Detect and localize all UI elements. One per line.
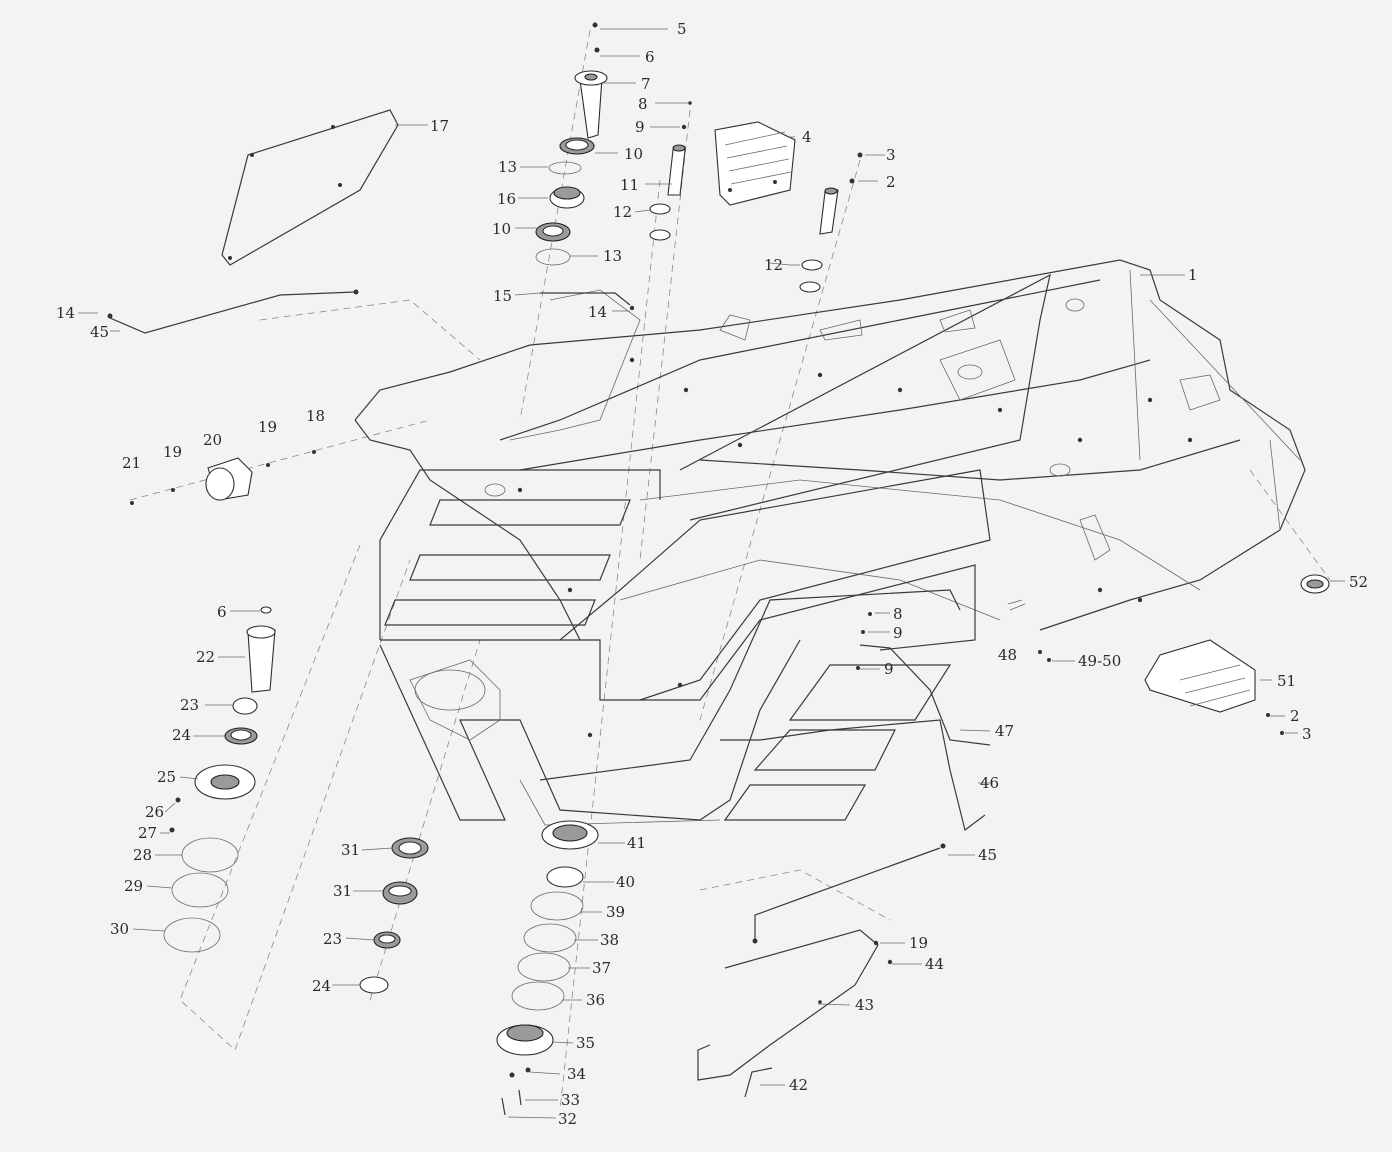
callout-label: 23 xyxy=(323,930,343,948)
callout-label: 17 xyxy=(430,117,450,135)
callout-label: 21 xyxy=(122,454,142,472)
parts xyxy=(107,22,1330,1116)
callout-label: 52 xyxy=(1349,573,1369,591)
callout-label: 9 xyxy=(635,118,645,136)
callout-label: 24 xyxy=(312,977,332,995)
callout-label: 28 xyxy=(133,846,153,864)
callout-label: 41 xyxy=(627,834,647,852)
callout-label: 45 xyxy=(90,323,110,341)
callout-label: 7 xyxy=(641,75,651,93)
callout-label: 5 xyxy=(677,20,687,38)
callout-label: 43 xyxy=(855,996,875,1014)
callout-label: 34 xyxy=(567,1065,587,1083)
callout-label: 14 xyxy=(56,304,76,322)
callout-label: 13 xyxy=(603,247,623,265)
callout-label: 19 xyxy=(258,418,278,436)
callout-label: 2 xyxy=(1290,707,1300,725)
callout-label: 44 xyxy=(925,955,945,973)
callout-label: 32 xyxy=(558,1110,578,1128)
callout-label: 18 xyxy=(306,407,326,425)
callout-label: 19 xyxy=(909,934,929,952)
callout-label: 8 xyxy=(638,95,648,113)
callout-label: 26 xyxy=(145,803,165,821)
callout-label: 27 xyxy=(138,824,158,842)
callout-label: 38 xyxy=(600,931,620,949)
callout-label: 36 xyxy=(586,991,606,1009)
callout-label: 14 xyxy=(588,303,608,321)
callout-label: 29 xyxy=(124,877,144,895)
callout-label: 13 xyxy=(498,158,518,176)
callout-label: 23 xyxy=(180,696,200,714)
callout-label: 35 xyxy=(576,1034,596,1052)
callout-label: 19 xyxy=(163,443,183,461)
callout-label: 25 xyxy=(157,768,177,786)
callout-label: 1 xyxy=(1188,266,1198,284)
callout-label: 33 xyxy=(561,1091,581,1109)
callout-label: 51 xyxy=(1277,672,1297,690)
callout-label: 22 xyxy=(196,648,216,666)
callout-label: 16 xyxy=(497,190,517,208)
callout-label: 49-50 xyxy=(1078,652,1122,670)
callout-label: 31 xyxy=(341,841,361,859)
leader-lines xyxy=(78,28,1345,1119)
callout-label: 24 xyxy=(172,726,192,744)
callout-label: 6 xyxy=(217,603,227,621)
callout-label: 46 xyxy=(980,774,1000,792)
callout-label: 20 xyxy=(203,431,223,449)
callout-label: 11 xyxy=(620,176,640,194)
callout-label: 37 xyxy=(592,959,612,977)
callout-label: 9 xyxy=(884,660,894,678)
callout-label: 6 xyxy=(645,48,655,66)
callout-label: 3 xyxy=(1302,725,1312,743)
callout-label: 42 xyxy=(789,1076,809,1094)
callout-label: 48 xyxy=(998,646,1018,664)
callout-label: 10 xyxy=(492,220,512,238)
callout-label: 2 xyxy=(886,173,896,191)
callout-label: 30 xyxy=(110,920,130,938)
callout-label: 31 xyxy=(333,882,353,900)
callout-label: 45 xyxy=(978,846,998,864)
callout-label: 10 xyxy=(624,145,644,163)
callout-label: 4 xyxy=(802,128,812,146)
callout-label: 40 xyxy=(616,873,636,891)
callout-label: 47 xyxy=(995,722,1015,740)
callout-label: 9 xyxy=(893,624,903,642)
callout-label: 15 xyxy=(493,287,513,305)
callout-label: 8 xyxy=(893,605,903,623)
callout-label: 3 xyxy=(886,146,896,164)
main-frame xyxy=(354,259,1306,826)
callout-label: 12 xyxy=(764,256,784,274)
callout-label: 12 xyxy=(613,203,633,221)
callout-label: 39 xyxy=(606,903,626,921)
